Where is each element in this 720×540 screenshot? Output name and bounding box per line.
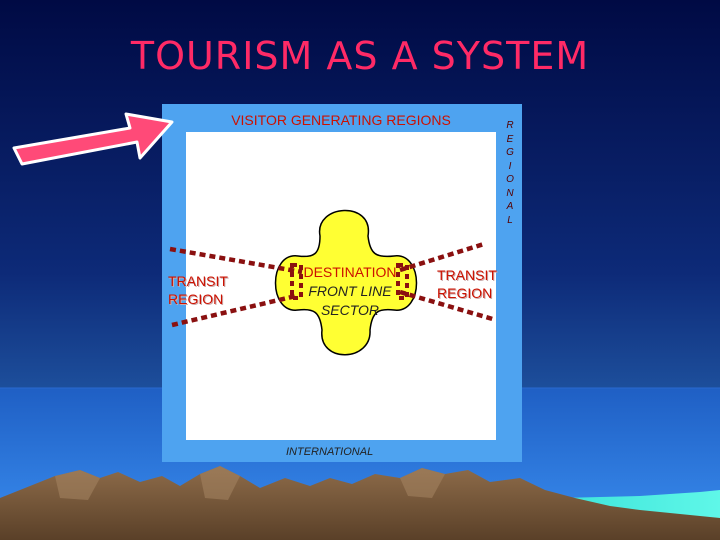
right-transit-line2: REGION <box>437 285 493 301</box>
regional-letter: A <box>506 201 514 212</box>
destination-shape <box>274 209 418 356</box>
left-transit-label: TRANSIT REGION <box>168 272 228 308</box>
regional-letter: I <box>508 160 512 172</box>
regional-letter: R <box>506 120 514 131</box>
right-lower-dotted-line <box>399 289 497 323</box>
destination-label: DESTINATION <box>303 264 397 280</box>
front-line-label: FRONT LINE <box>308 283 392 299</box>
right-transit-line1: TRANSIT <box>437 267 497 283</box>
regional-letter: E <box>506 133 514 145</box>
left-transit-line1: TRANSIT <box>168 273 228 289</box>
visitor-generating-label: VISITOR GENERATING REGIONS <box>231 112 451 128</box>
regional-letter: O <box>506 174 514 185</box>
international-label: INTERNATIONAL <box>286 446 374 458</box>
regional-letter: N <box>506 187 514 199</box>
left-upper-dotted-line <box>169 246 303 275</box>
slide-title: TOURISM AS A SYSTEM <box>130 34 590 78</box>
transit-lines <box>169 241 497 328</box>
left-lower-dotted-line <box>171 293 297 328</box>
left-transit-line2: REGION <box>168 291 224 307</box>
sector-label: SECTOR <box>320 302 380 318</box>
right-upper-dotted-line <box>399 241 485 273</box>
regional-vertical-label: R E G I O N A L <box>503 119 517 227</box>
regional-letter: G <box>506 147 514 158</box>
mountain-range <box>0 466 720 540</box>
right-arrow-icon <box>12 112 174 166</box>
regional-letter: L <box>507 214 513 226</box>
right-transit-label: TRANSIT REGION <box>437 266 497 302</box>
